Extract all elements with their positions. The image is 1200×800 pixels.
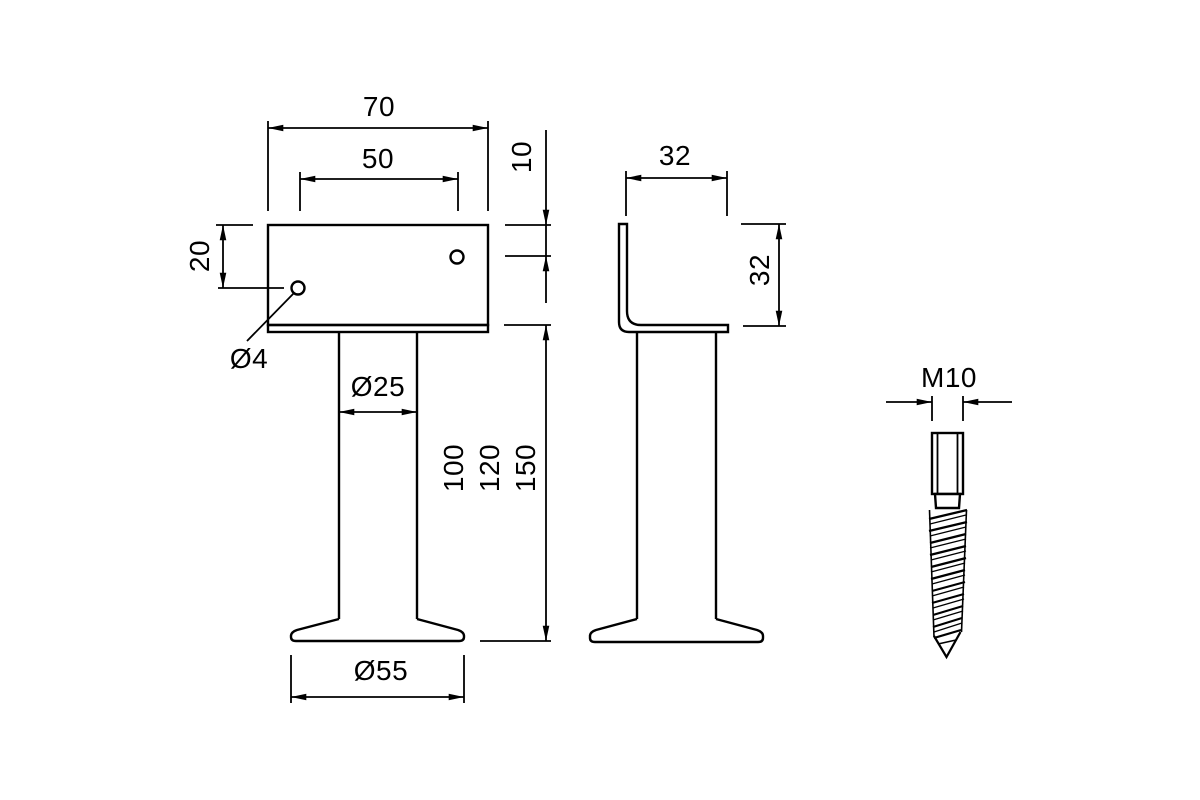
front-plate-outline [266, 223, 490, 327]
screw-view [928, 431, 968, 660]
side-view [588, 222, 765, 644]
front-left-hole [290, 280, 306, 296]
dim-label-hole-diameter: Ø4 [229, 343, 269, 374]
dim-label-thread-size: M10 [921, 362, 977, 393]
dim-label-left-hole-offset: 20 [184, 239, 215, 273]
screw-collar [933, 492, 962, 510]
screw-thread [928, 508, 968, 640]
dim-label-hole-spacing: 50 [361, 143, 395, 174]
dimension-lines [219, 124, 1012, 701]
dim-label-plate-width: 70 [362, 91, 396, 122]
front-foot-strip [266, 323, 490, 334]
height-variant-150: 150 [510, 443, 541, 493]
extension-lines [216, 121, 964, 703]
dim-label-base-diameter: Ø55 [353, 655, 409, 686]
height-variant-120: 120 [474, 443, 505, 493]
screw-tip-thread [937, 639, 957, 645]
dim-label-right-hole-offset: 10 [506, 140, 537, 174]
front-view [266, 223, 490, 643]
front-base-outline [289, 617, 466, 643]
dim-label-plate-height: 32 [744, 253, 775, 287]
dim-label-column-diameter: Ø25 [350, 371, 406, 402]
dim-label-height-variants: 100 120 150 [436, 444, 544, 492]
side-angle-plate-outline [617, 222, 730, 334]
hole-leader-line [246, 292, 295, 342]
height-variant-100: 100 [438, 443, 469, 493]
side-base-outline [588, 617, 765, 644]
dim-label-plate-depth: 32 [658, 140, 692, 171]
front-right-hole [449, 249, 465, 265]
